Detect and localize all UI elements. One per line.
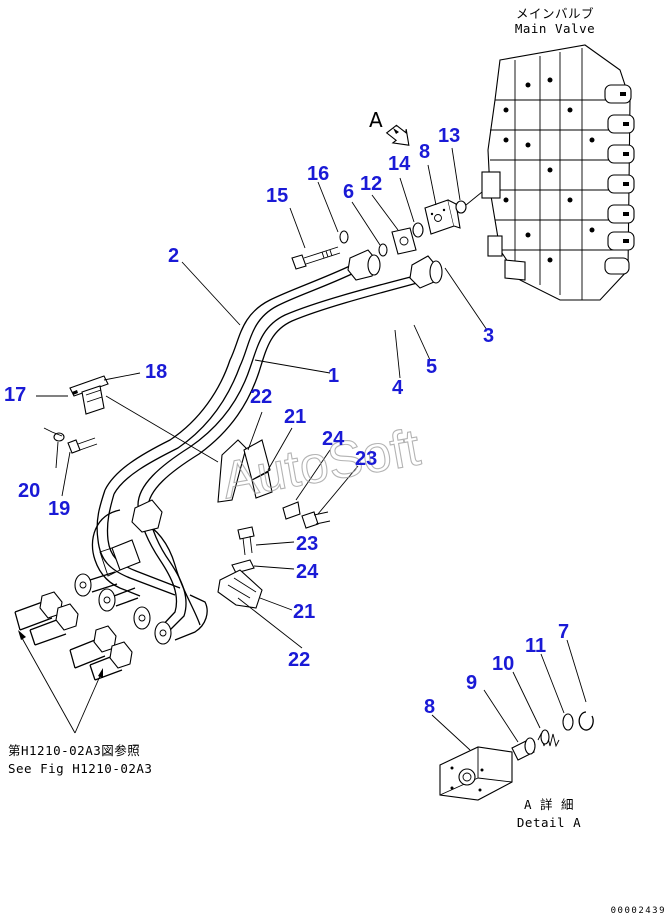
callout-17: 17 — [4, 384, 26, 406]
leader-lines — [36, 147, 587, 751]
callout-24-upper: 24 — [322, 428, 345, 450]
callout-8-upper: 8 — [419, 141, 430, 163]
callout-9: 9 — [466, 672, 477, 694]
bolt-15 — [291, 246, 341, 270]
callout-1: 1 — [328, 365, 339, 387]
callout-12: 12 — [360, 173, 382, 195]
callout-19: 19 — [48, 498, 70, 520]
spool-caps — [604, 84, 635, 275]
callout-4: 4 — [392, 377, 404, 399]
callout-numbers: 1 2 3 4 5 6 7 8 8 9 10 11 12 13 14 15 16… — [4, 125, 569, 718]
detail-caption-en: Detail A — [517, 815, 581, 830]
main-valve-label-jp: メインバルブ — [516, 6, 594, 21]
callout-21-upper: 21 — [284, 406, 306, 428]
callout-18: 18 — [145, 361, 167, 383]
drawing-number: 00002439 — [611, 906, 666, 916]
detail-caption-jp: A 詳 細 — [524, 797, 574, 812]
clamp-upper-left — [53, 375, 109, 454]
callout-20: 20 — [18, 480, 40, 502]
callout-6: 6 — [343, 181, 354, 203]
callout-23-lower: 23 — [296, 533, 318, 555]
callout-22-lower: 22 — [288, 649, 310, 671]
callout-22-upper: 22 — [250, 386, 272, 408]
reference-caption-jp: 第H1210-02A3図参照 — [8, 743, 140, 758]
callout-7: 7 — [558, 621, 569, 643]
callout-5: 5 — [426, 356, 437, 378]
callout-10: 10 — [492, 653, 514, 675]
callout-3: 3 — [483, 325, 494, 347]
clamp-middle — [217, 439, 331, 529]
view-letter-a: A — [369, 108, 383, 132]
main-valve-label-en: Main Valve — [515, 21, 595, 36]
callout-13: 13 — [438, 125, 460, 147]
upper-fittings — [378, 191, 483, 257]
callout-15: 15 — [266, 185, 288, 207]
callout-2: 2 — [168, 245, 179, 267]
callout-23-upper: 23 — [355, 448, 377, 470]
clamp-lower — [217, 526, 263, 609]
washer-16 — [339, 230, 349, 244]
callout-14: 14 — [388, 153, 411, 175]
view-arrow-a: A — [369, 108, 410, 146]
callout-11: 11 — [525, 635, 546, 657]
main-valve — [481, 44, 635, 301]
callout-21-lower: 21 — [293, 601, 315, 623]
bottom-fittings — [14, 571, 172, 734]
detail-a-parts — [439, 711, 594, 801]
callout-8-detail: 8 — [424, 696, 435, 718]
callout-16: 16 — [307, 163, 329, 185]
pipe-assembly — [91, 249, 443, 641]
reference-caption-en: See Fig H1210-02A3 — [8, 761, 152, 776]
callout-24-lower: 24 — [296, 561, 319, 583]
